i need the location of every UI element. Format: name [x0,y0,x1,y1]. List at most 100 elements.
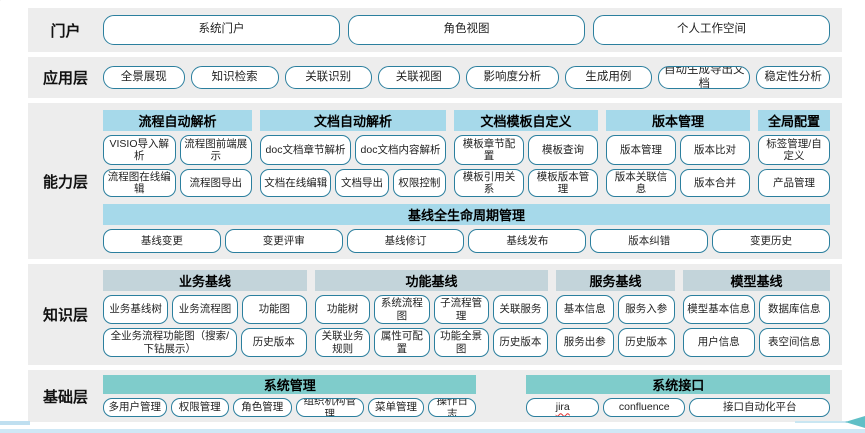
item-chip[interactable]: 文档导出 [335,169,389,197]
item-chip[interactable]: 关联业务规则 [315,328,371,357]
item-chip[interactable]: 关联服务 [492,295,548,324]
bottom-edge-strip [0,429,865,433]
item-chip[interactable]: 文档在线编辑 [260,169,332,197]
group-header[interactable]: 全局配置 [758,110,830,131]
item-chip[interactable]: 历史版本 [240,328,307,357]
item-chip[interactable]: 基线修订 [346,229,465,253]
item-chip[interactable]: 多用户管理 [103,398,167,417]
item-chip[interactable]: 产品管理 [758,169,830,197]
button-row: 产品管理 [758,169,830,197]
item-chip[interactable]: 功能图 [241,295,307,324]
item-chip[interactable]: doc文档内容解析 [355,135,446,165]
item-chip[interactable]: 全景展现 [103,66,185,89]
portal-items: 系统门户角色视图个人工作空间 [103,8,842,52]
item-chip[interactable]: 接口自动化平台 [689,398,830,417]
item-chip[interactable]: 流程图前端展示 [179,135,252,165]
group-header[interactable]: 系统管理 [103,375,477,394]
item-chip[interactable]: 数据库信息 [758,295,830,324]
item-chip[interactable]: jira [526,398,600,417]
item-chip[interactable]: 版本纠错 [590,229,709,253]
group-header[interactable]: 流程自动解析 [103,110,252,131]
item-chip[interactable]: 角色管理 [233,398,292,417]
bottom-left-line [0,421,30,425]
left-arrow-connector [795,416,865,428]
item-chip[interactable]: 版本管理 [606,135,676,165]
item-chip[interactable]: 服务入参 [617,295,675,324]
group-header[interactable]: 功能基线 [315,270,548,291]
item-chip[interactable]: 知识检索 [190,66,279,89]
layer-knowledge: 知识层 业务基线业务基线树业务流程图功能图全业务流程功能图（搜索/下钻展示）历史… [28,264,842,365]
group-header[interactable]: 版本管理 [606,110,750,131]
item-chip[interactable]: 角色视图 [348,15,585,45]
item-chip[interactable]: 权限管理 [170,398,230,417]
button-row: 基本信息服务入参 [556,295,675,324]
item-chip[interactable]: VISIO导入解析 [103,135,176,165]
item-chip[interactable]: 属性可配置 [374,328,430,357]
group-header[interactable]: 业务基线 [103,270,307,291]
item-chip[interactable]: 业务流程图 [172,295,238,324]
item-chip[interactable]: 版本关联信息 [606,169,676,197]
baseline-lifecycle-header[interactable]: 基线全生命周期管理 [103,204,830,225]
button-row: 文档在线编辑文档导出权限控制 [260,169,446,197]
item-chip[interactable]: 系统门户 [103,15,340,45]
button-row: 模型基本信息数据库信息 [683,295,830,324]
button-row: 服务出参历史版本 [556,328,675,357]
item-chip[interactable]: 版本合并 [680,169,750,197]
item-chip[interactable]: 流程图导出 [179,169,252,197]
group: 业务基线业务基线树业务流程图功能图全业务流程功能图（搜索/下钻展示）历史版本 [103,270,307,357]
item-chip[interactable]: 关联视图 [377,66,460,89]
item-chip[interactable]: 标签管理/自定义 [758,135,830,165]
item-chip[interactable]: 模型基本信息 [683,295,755,324]
item-chip[interactable]: 服务出参 [556,328,614,357]
button-row: 用户信息表空间信息 [683,328,830,357]
item-chip[interactable]: 权限控制 [392,169,446,197]
item-chip[interactable]: 变更评审 [224,229,343,253]
group-header[interactable]: 系统接口 [526,375,830,394]
item-chip[interactable]: 子流程管理 [433,295,489,324]
item-chip[interactable]: 版本比对 [680,135,750,165]
item-chip[interactable]: 全业务流程功能图（搜索/下钻展示） [103,328,237,357]
button-row: 业务基线树业务流程图功能图 [103,295,307,324]
item-chip[interactable]: 生成用例 [564,66,653,89]
group-header[interactable]: 文档自动解析 [260,110,446,131]
item-chip[interactable]: 变更历史 [712,229,830,253]
item-chip[interactable]: 基线发布 [468,229,587,253]
item-chip[interactable]: 功能树 [315,295,371,324]
item-chip[interactable]: 稳定性分析 [756,66,830,89]
item-chip[interactable]: doc文档章节解析 [260,135,351,165]
button-row: 标签管理/自定义 [758,135,830,165]
item-chip[interactable]: 业务基线树 [103,295,169,324]
item-chip[interactable]: 菜单管理 [368,398,425,417]
item-chip[interactable]: 组织机构管理 [295,398,365,417]
item-chip[interactable]: confluence [603,398,686,417]
item-chip[interactable]: 模板章节配置 [454,135,524,165]
item-chip[interactable]: 表空间信息 [758,328,830,357]
item-chip[interactable]: 自动生成导出文档 [658,66,751,89]
group: 流程自动解析 VISIO导入解析流程图前端展示流程图在线编辑流程图导出 [103,110,252,197]
button-row: 版本管理版本比对 [606,135,750,165]
item-chip[interactable]: 历史版本 [492,328,548,357]
item-chip[interactable]: 流程图在线编辑 [103,169,176,197]
item-chip[interactable]: 用户信息 [683,328,755,357]
item-chip[interactable]: 关联识别 [284,66,372,89]
item-chip[interactable]: 模板引用关系 [454,169,524,197]
item-chip[interactable]: 基本信息 [556,295,614,324]
group-header[interactable]: 服务基线 [556,270,675,291]
item-chip[interactable]: 个人工作空间 [593,15,830,45]
group: 文档模板自定义模板章节配置模板查询模板引用关系模板版本管理 [454,110,598,197]
item-chip[interactable]: 功能全景图 [433,328,489,357]
item-chip[interactable]: 模板查询 [528,135,598,165]
group-header[interactable]: 文档模板自定义 [454,110,598,131]
item-chip[interactable]: 操作日志 [428,398,477,417]
group: 服务基线基本信息服务入参服务出参历史版本 [556,270,675,357]
item-chip[interactable]: 模板版本管理 [528,169,598,197]
item-chip[interactable]: 基线变更 [103,229,221,253]
group-header[interactable]: 模型基线 [683,270,830,291]
item-chip[interactable]: 影响度分析 [465,66,559,89]
layer-label-capability: 能力层 [42,173,88,191]
item-chip[interactable]: 系统流程图 [374,295,430,324]
item-chip[interactable]: 历史版本 [617,328,675,357]
